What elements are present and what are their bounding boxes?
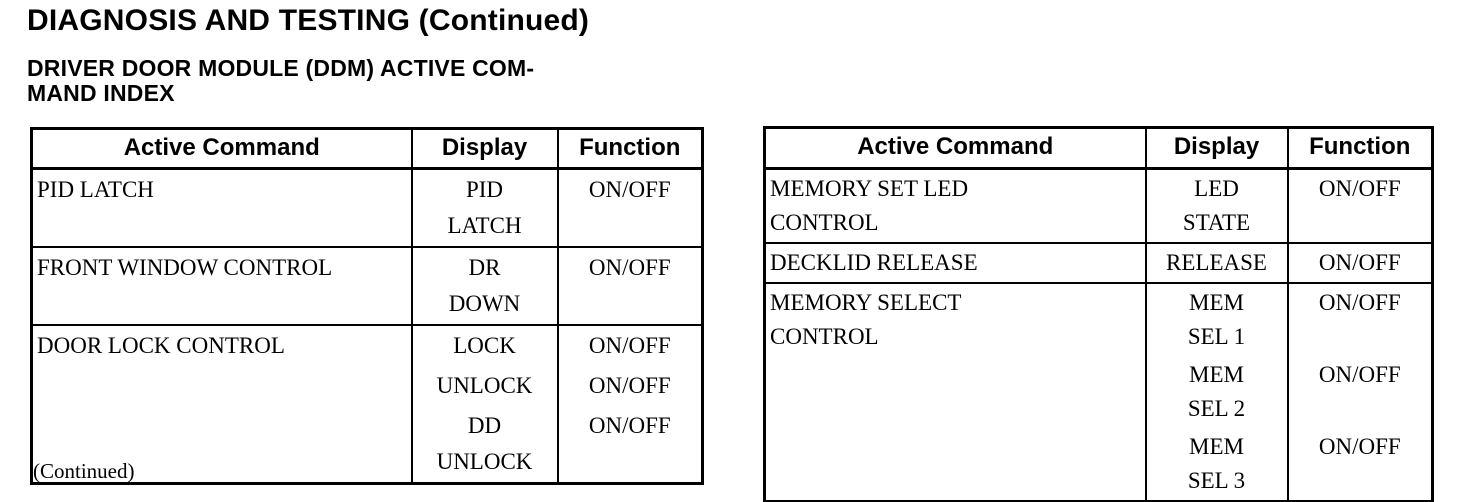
continued-note: (Continued) xyxy=(33,459,135,483)
display-cell: DD UNLOCK xyxy=(410,406,559,485)
table-row: FRONT WINDOW CONTROL DR DOWN ON/OFF xyxy=(30,246,704,326)
display-cell: RELEASE xyxy=(1144,242,1289,284)
table-subrow: MEM SEL 3 ON/OFF xyxy=(765,428,1434,502)
display-cell: DR DOWN xyxy=(410,246,559,326)
display-cell: LED STATE xyxy=(1144,167,1289,244)
table-row: MEMORY SET LED CONTROL LED STATE ON/OFF xyxy=(763,167,1434,244)
page-title: DIAGNOSIS AND TESTING (Continued) xyxy=(27,4,590,37)
header-active-command: Active Command xyxy=(763,126,1147,170)
header-function: Function xyxy=(1286,126,1434,170)
function-cell: ON/OFF xyxy=(556,246,704,326)
display-cell: PID LATCH xyxy=(410,167,559,248)
table-subrow: DD UNLOCK ON/OFF xyxy=(32,406,704,485)
function-cell: ON/OFF xyxy=(556,324,704,367)
table-row: MEMORY SELECT CONTROL MEM SEL 1 ON/OFF xyxy=(763,282,1434,502)
table-row: PID LATCH PID LATCH ON/OFF xyxy=(30,167,704,248)
command-cell: MEMORY SET LED CONTROL xyxy=(763,167,1147,244)
display-cell: MEM SEL 2 xyxy=(1144,356,1289,429)
section-heading: DRIVER DOOR MODULE (DDM) ACTIVE COM- MAN… xyxy=(27,55,535,106)
header-active-command: Active Command xyxy=(30,127,413,170)
display-cell: MEM SEL 1 xyxy=(1144,282,1289,357)
function-cell: ON/OFF xyxy=(556,167,704,248)
header-display: Display xyxy=(410,127,559,170)
function-cell: ON/OFF xyxy=(556,406,704,485)
table-header-row: Active Command Display Function xyxy=(763,126,1434,170)
header-display: Display xyxy=(1144,126,1289,170)
command-cell: FRONT WINDOW CONTROL xyxy=(30,246,413,326)
table-subrow: UNLOCK ON/OFF xyxy=(32,366,704,407)
function-cell: ON/OFF xyxy=(556,366,704,407)
ddm-active-command-table-right: Active Command Display Function MEMORY S… xyxy=(763,126,1434,502)
command-cell: MEMORY SELECT CONTROL xyxy=(763,282,1147,502)
command-cell: DOOR LOCK CONTROL xyxy=(30,324,413,485)
ddm-active-command-table-left: Active Command Display Function PID LATC… xyxy=(30,127,704,485)
table-header-row: Active Command Display Function xyxy=(30,127,704,170)
function-cell: ON/OFF xyxy=(1286,242,1434,284)
table-row: DECKLID RELEASE RELEASE ON/OFF xyxy=(763,242,1434,284)
function-cell: ON/OFF xyxy=(1286,167,1434,244)
function-cell: ON/OFF xyxy=(1286,356,1434,429)
command-cell: PID LATCH xyxy=(30,167,413,248)
display-cell: MEM SEL 3 xyxy=(1144,428,1289,502)
table-subrow: MEM SEL 2 ON/OFF xyxy=(765,356,1434,429)
table-row: DOOR LOCK CONTROL LOCK ON/OFF xyxy=(30,324,704,485)
function-cell: ON/OFF xyxy=(1286,282,1434,357)
command-cell: DECKLID RELEASE xyxy=(763,242,1147,284)
display-cell: UNLOCK xyxy=(410,366,559,407)
header-function: Function xyxy=(556,127,704,170)
function-cell: ON/OFF xyxy=(1286,428,1434,502)
display-cell: LOCK xyxy=(410,324,559,367)
